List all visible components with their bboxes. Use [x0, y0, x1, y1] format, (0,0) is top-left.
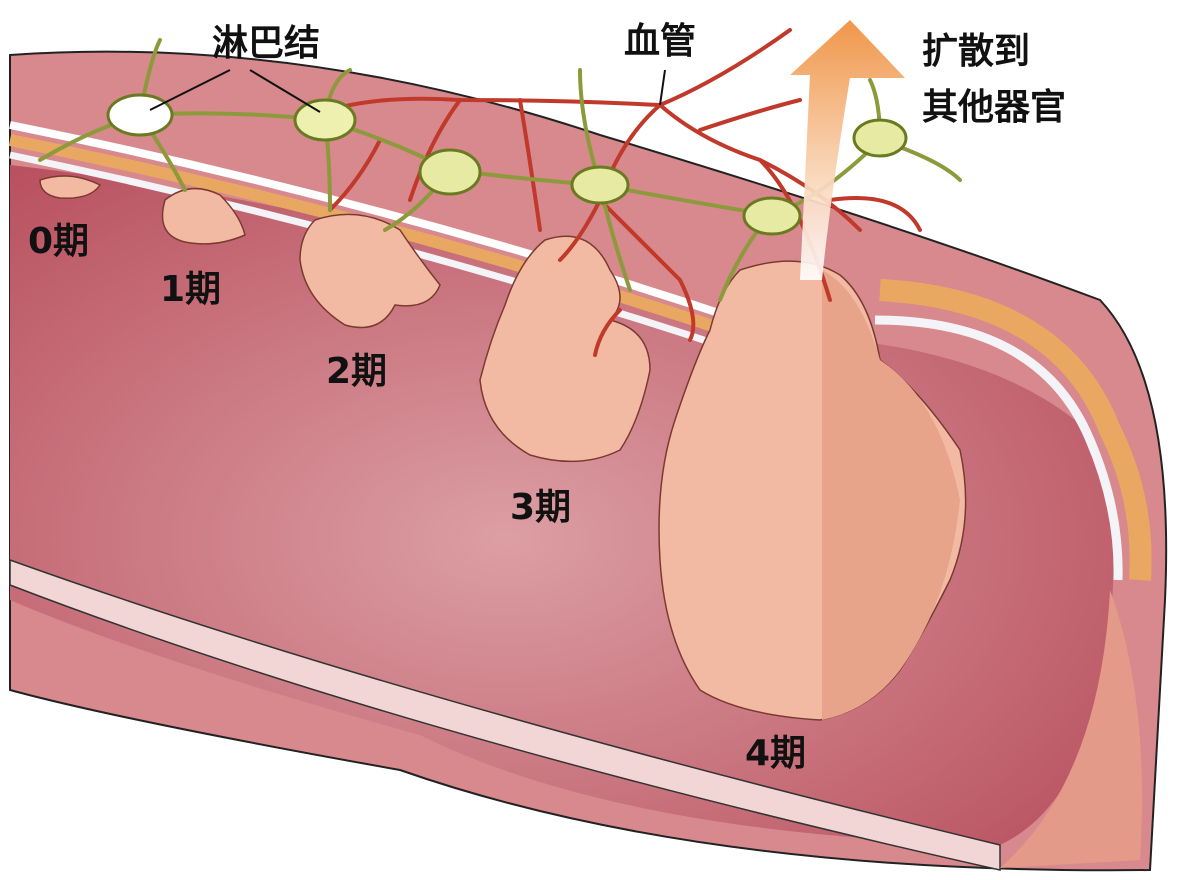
label-spread-line1: 扩散到 — [922, 31, 1031, 72]
label-spread-line2: 其他器官 — [922, 87, 1067, 128]
lymph-node — [418, 148, 482, 196]
label-stage-1: 1期 — [160, 269, 222, 310]
lymph-node — [293, 98, 357, 142]
label-blood-vessel: 血管 — [624, 21, 697, 62]
tumor-stage-2 — [299, 213, 441, 329]
lymph-node — [106, 93, 174, 137]
tumor-stage-3 — [479, 235, 651, 463]
leader-lines — [149, 69, 666, 113]
label-stage-0: 0期 — [28, 221, 90, 262]
right-end-wall — [1000, 590, 1142, 868]
tumor-stage-0 — [39, 175, 102, 199]
label-stage-4: 4期 — [745, 733, 807, 774]
lymph-nodes — [106, 93, 908, 236]
lymph-node — [570, 165, 630, 205]
bottom-layer — [9, 558, 1001, 871]
tumor-stage-1 — [161, 187, 246, 245]
lymph-node — [852, 118, 908, 158]
lymph-node — [742, 196, 802, 236]
label-stage-2: 2期 — [326, 351, 388, 392]
label-stage-3: 3期 — [510, 487, 572, 528]
label-lymph-node: 淋巴结 — [212, 23, 321, 64]
tumors — [39, 175, 967, 721]
spread-arrow — [790, 20, 905, 280]
